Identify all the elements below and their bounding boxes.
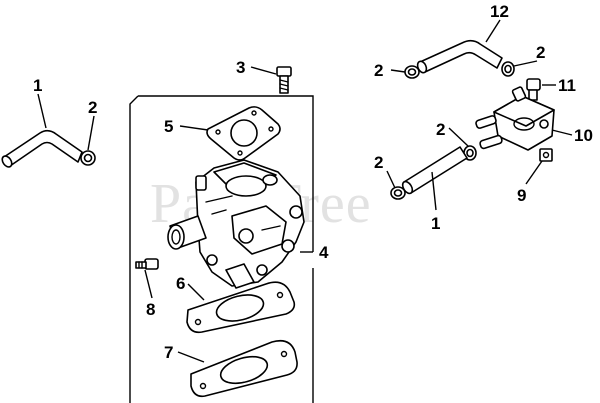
fuel-hose-left[interactable]: [0, 129, 83, 169]
carburetor[interactable]: [167, 159, 305, 289]
callout-1-left: 1: [33, 76, 42, 95]
fuel-pump-screw[interactable]: [526, 78, 541, 101]
mounting-bolt[interactable]: [276, 66, 292, 94]
hose-clamp-upper-left[interactable]: [404, 65, 420, 79]
callout-10: 10: [574, 126, 593, 145]
callout-3: 3: [236, 58, 245, 77]
intake-gasket[interactable]: [190, 339, 298, 398]
callout-labels: 1 2 3 5 4 6 7 8 12 2 2 11 2 10 2 9 1: [33, 2, 593, 362]
hose-clamp-left[interactable]: [80, 150, 96, 166]
hose-clamp-upper-right[interactable]: [501, 61, 515, 77]
fuel-pump[interactable]: [475, 86, 555, 151]
callout-2-left: 2: [88, 98, 97, 117]
callout-1-right: 1: [431, 214, 440, 233]
insulator-gasket[interactable]: [186, 281, 296, 334]
callout-7: 7: [164, 343, 173, 362]
hose-clamp-lower[interactable]: [390, 186, 406, 200]
hose-clamp-middle[interactable]: [463, 145, 477, 161]
callout-2-top-left: 2: [374, 61, 383, 80]
callout-12: 12: [490, 2, 509, 21]
carburetor-assembly-frame: [129, 95, 314, 403]
callout-8: 8: [146, 300, 155, 319]
callout-9: 9: [517, 186, 526, 205]
adjustment-screw[interactable]: [135, 258, 159, 270]
leader-lines: [37, 19, 573, 363]
fuel-pump-clip[interactable]: [539, 148, 553, 162]
fuel-hose-upper[interactable]: [416, 39, 503, 74]
callout-2-middle: 2: [436, 120, 445, 139]
callout-2-top-right: 2: [536, 43, 545, 62]
callout-6: 6: [176, 274, 185, 293]
callout-11: 11: [558, 76, 576, 95]
callout-4: 4: [319, 243, 329, 262]
carburetor-gasket-top[interactable]: [206, 106, 281, 161]
callout-2-lower: 2: [374, 153, 383, 172]
callout-5: 5: [164, 117, 173, 136]
